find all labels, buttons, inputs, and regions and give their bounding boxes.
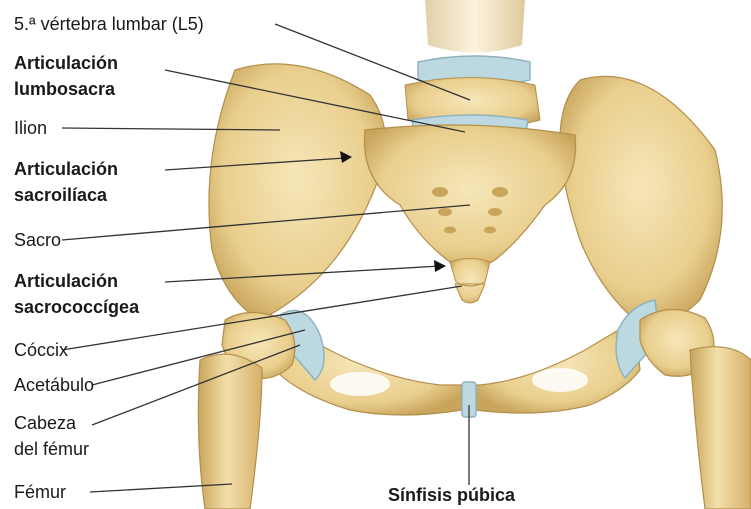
leader-femoral-head <box>92 345 300 425</box>
label-femur: Fémur <box>14 481 66 503</box>
label-femoral-head-line1: Cabeza <box>14 412 76 434</box>
label-sacrococcygeal-joint-line2: sacrococcígea <box>14 296 139 318</box>
right-pubic-ramus <box>475 320 640 413</box>
sacrum-bone <box>364 125 575 268</box>
label-sacrococcygeal-joint-line1: Articulación <box>14 270 118 292</box>
upper-vertebra <box>425 0 525 53</box>
label-sacrum: Sacro <box>14 229 61 251</box>
label-l5-vertebra: 5.ª vértebra lumbar (L5) <box>14 13 204 35</box>
label-acetabulum: Acetábulo <box>14 374 94 396</box>
label-sacroiliac-joint-line2: sacroilíaca <box>14 184 107 206</box>
left-obturator-foramen <box>330 372 390 396</box>
left-ilium <box>209 64 386 320</box>
label-coccyx: Cóccix <box>14 339 68 361</box>
right-femur-shaft <box>690 347 751 509</box>
label-lumbosacral-joint-line1: Articulación <box>14 52 118 74</box>
label-ilium: Ilion <box>14 117 47 139</box>
coccyx-bone <box>450 259 490 304</box>
label-pubic-symphysis: Sínfisis púbica <box>388 484 515 506</box>
label-femoral-head-line2: del fémur <box>14 438 89 460</box>
label-sacroiliac-joint-line1: Articulación <box>14 158 118 180</box>
right-ilium <box>560 76 722 322</box>
label-lumbosacral-joint-line2: lumbosacra <box>14 78 115 100</box>
arrow-sacrococcygeal <box>434 260 446 272</box>
right-obturator-foramen <box>532 368 588 392</box>
